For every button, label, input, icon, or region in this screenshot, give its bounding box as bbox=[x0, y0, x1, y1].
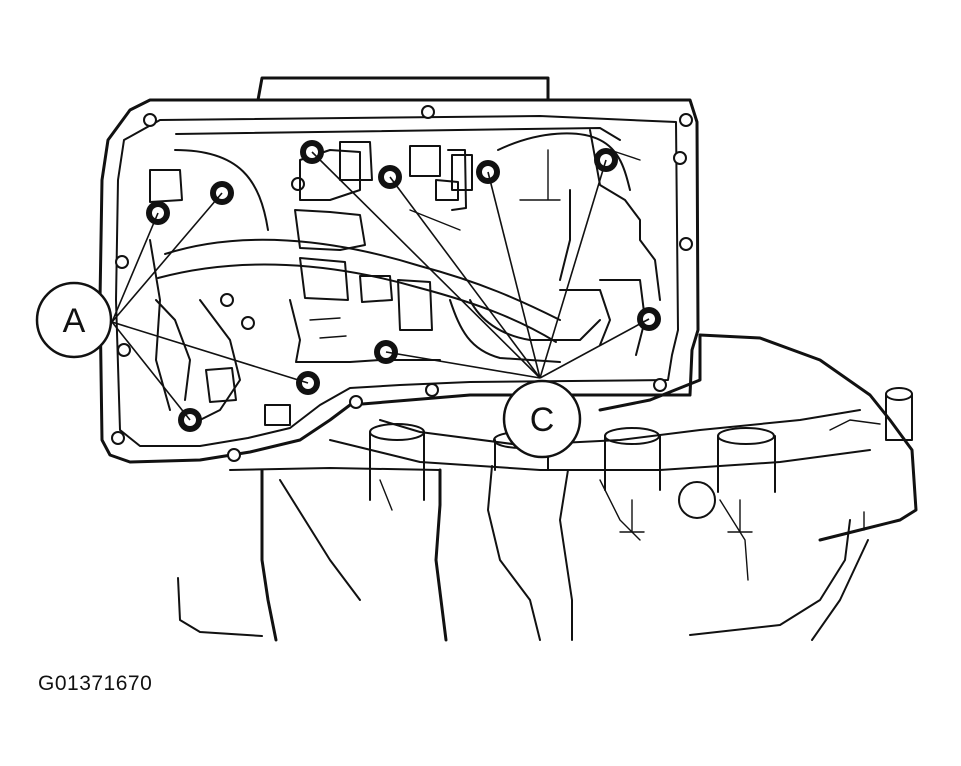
case-bosses bbox=[369, 387, 913, 533]
leaders-a bbox=[111, 192, 309, 421]
flange-holes bbox=[111, 105, 693, 462]
pan-flange bbox=[98, 98, 700, 464]
bolts-a bbox=[146, 181, 320, 432]
transmission-case bbox=[177, 76, 918, 642]
callout-a: A bbox=[35, 281, 113, 359]
figure-id-label: G01371670 bbox=[38, 672, 153, 695]
callout-c: C bbox=[502, 379, 582, 459]
callout-c-label: C bbox=[530, 401, 555, 439]
callout-a-label: A bbox=[63, 302, 86, 340]
valve-body bbox=[149, 127, 661, 426]
leaders-c bbox=[311, 151, 650, 379]
